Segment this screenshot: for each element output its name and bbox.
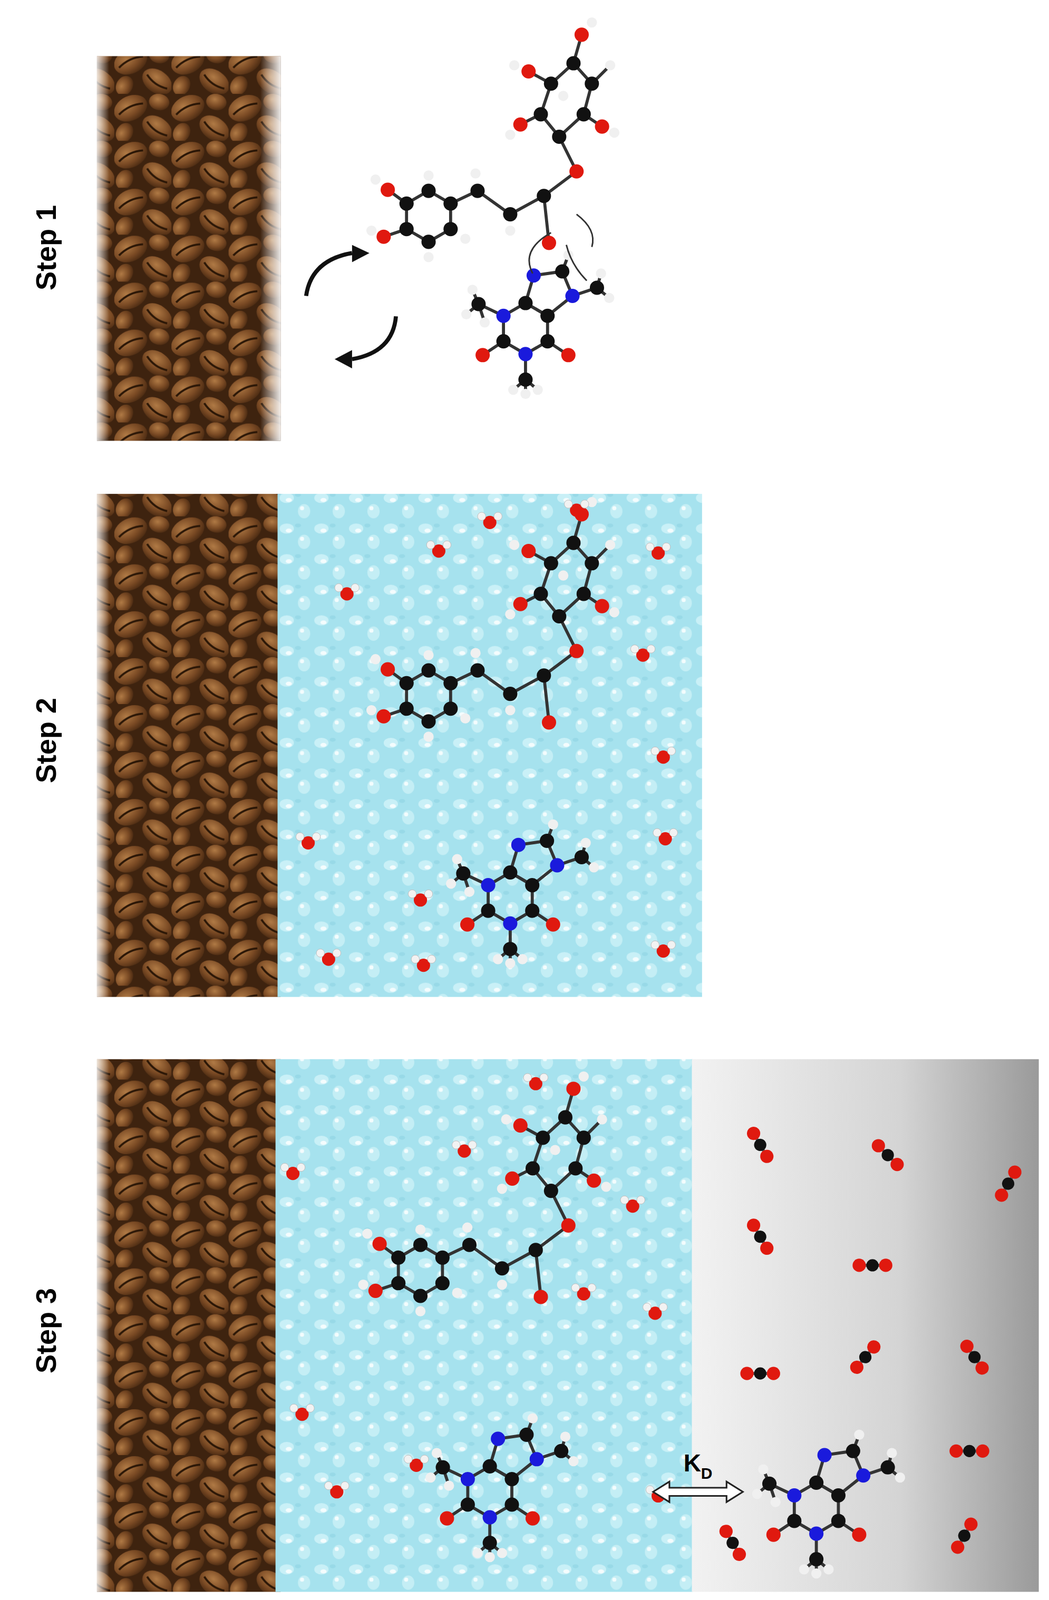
step-label: Step 1	[31, 205, 61, 291]
partition-coefficient: KD	[683, 1451, 713, 1476]
step-label: Step 3	[31, 1288, 61, 1374]
coefficient-subscript: D	[701, 1464, 713, 1483]
coefficient-symbol: K	[683, 1449, 702, 1478]
step-label: Step 2	[31, 697, 61, 784]
